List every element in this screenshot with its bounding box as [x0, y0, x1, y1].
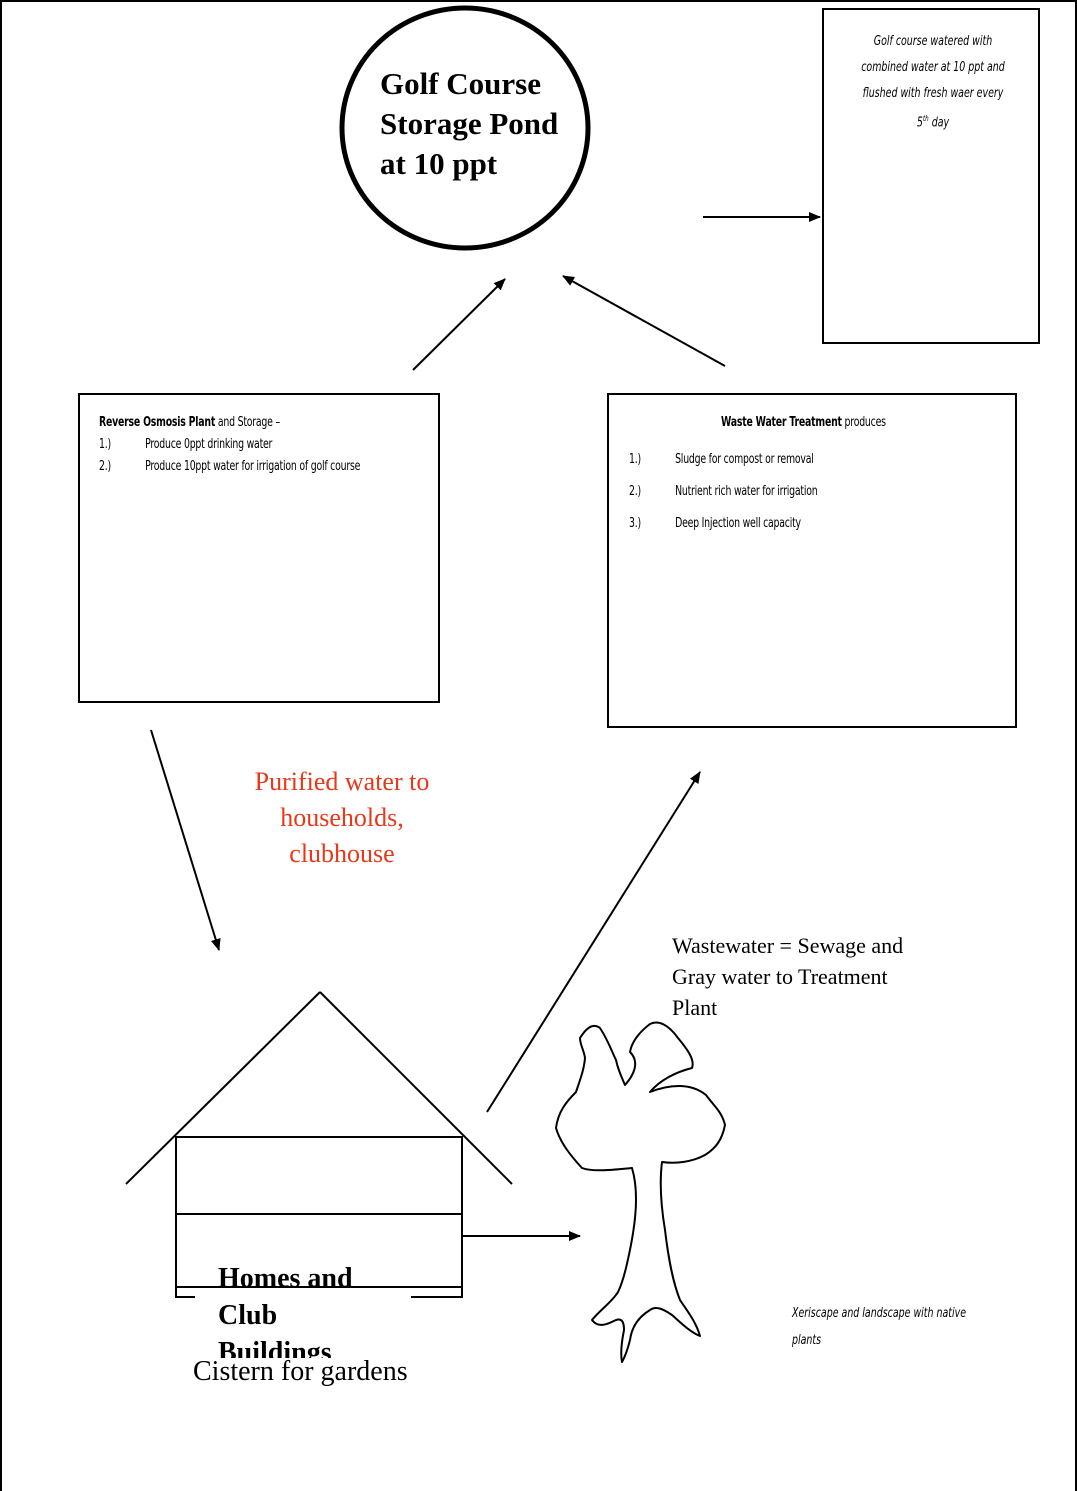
- golf-course-note-text: Golf course watered with combined water …: [843, 28, 1024, 136]
- homes-line-3: Buildings: [218, 1337, 332, 1358]
- ro-list: 1.) Produce 0ppt drinking water 2.) Produc…: [99, 434, 445, 478]
- pond-line-3: at 10 ppt: [380, 146, 498, 181]
- wwt-item-2-text: Nutrient rich water for irrigation: [675, 484, 818, 499]
- golf-note-day-text: day: [928, 114, 950, 131]
- wastewater-line-2: Gray water to Treatment: [672, 964, 888, 989]
- cistern-label: Cistern for gardens: [193, 1356, 408, 1387]
- purified-line-1: Purified water to: [254, 767, 430, 796]
- wwt-item-3-text: Deep Injection well capacity: [675, 516, 801, 531]
- house-drawing: [125, 991, 513, 1310]
- ro-title-rest: and Storage –: [215, 415, 280, 430]
- wastewater-line-1: Wastewater = Sewage and: [672, 933, 904, 958]
- pond-line-2: Storage Pond: [380, 106, 559, 141]
- golf-note-line-4: 5th day: [843, 106, 1024, 136]
- tree-drawing: [555, 1021, 726, 1363]
- purified-line-3: clubhouse: [289, 839, 395, 868]
- xeriscape-line-2: plants: [792, 1332, 822, 1348]
- reverse-osmosis-box: Reverse Osmosis Plant and Storage – 1.) P…: [78, 393, 440, 703]
- arrow-wwt-to-pond: [562, 275, 726, 367]
- waste-water-treatment-box: Waste Water Treatment produces 1.) Sludge…: [607, 393, 1017, 728]
- homes-line-2: Club: [218, 1300, 278, 1331]
- ro-item-2-num: 2.): [99, 459, 111, 474]
- ro-title: Reverse Osmosis Plant and Storage –: [99, 412, 445, 434]
- golf-note-day-suffix: th: [922, 114, 929, 123]
- homes-line-1: Homes and: [218, 1263, 353, 1294]
- list-item: 1.) Sludge for compost or removal: [629, 444, 975, 476]
- arrow-homes-to-wwt: [486, 771, 701, 1113]
- cistern-box: [175, 1213, 463, 1288]
- purified-water-label: Purified water to households, clubhouse: [212, 764, 472, 872]
- golf-note-line-2: combined water at 10 ppt and: [861, 59, 1005, 75]
- wwt-title-bold: Waste Water Treatment: [721, 415, 842, 430]
- list-item: 3.) Deep Injection well capacity: [629, 508, 975, 540]
- homes-label: Homes and: [218, 1260, 418, 1316]
- ro-title-bold: Reverse Osmosis Plant: [99, 415, 216, 430]
- ro-item-1-num: 1.): [99, 437, 111, 452]
- arrow-ro-to-homes: [150, 729, 221, 951]
- pond-line-1: Golf Course: [380, 66, 542, 101]
- xeriscape-line-1: Xeriscape and landscape with native: [792, 1305, 967, 1321]
- homes-label-continued: Club: [218, 1297, 418, 1334]
- golf-note-line-3: flushed with fresh waer every: [862, 85, 1004, 101]
- storage-pond-ellipse: [339, 5, 591, 251]
- storage-pond-label: Golf Course Storage Pond at 10 ppt: [380, 64, 620, 184]
- wastewater-label: Wastewater = Sewage and Gray water to Tr…: [672, 930, 1002, 1023]
- wwt-item-3-num: 3.): [629, 516, 641, 531]
- golf-note-line-1: Golf course watered with: [873, 33, 993, 49]
- homes-label-clipped: Buildings: [218, 1334, 418, 1358]
- wwt-list-wrapper: 1.) Sludge for compost or removal 2.) Nutr…: [629, 444, 975, 540]
- wwt-item-1-num: 1.): [629, 452, 641, 467]
- ro-item-1-text: Produce 0ppt drinking water: [145, 437, 273, 452]
- wwt-item-1-text: Sludge for compost or removal: [675, 452, 814, 467]
- wwt-list: 1.) Sludge for compost or removal 2.) Nutr…: [629, 444, 975, 540]
- list-item: 1.) Produce 0ppt drinking water: [99, 434, 445, 456]
- golf-note-day-number: 5: [916, 114, 923, 131]
- xeriscape-note: Xeriscape and landscape with native plan…: [792, 1300, 1016, 1354]
- list-item: 2.) Nutrient rich water for irrigation: [629, 476, 975, 508]
- list-item: 2.) Produce 10ppt water for irrigation of…: [99, 456, 445, 478]
- golf-course-note-box: Golf course watered with combined water …: [822, 8, 1040, 344]
- purified-line-2: households,: [280, 803, 404, 832]
- wwt-item-2-num: 2.): [629, 484, 641, 499]
- wwt-title: Waste Water Treatment produces: [721, 412, 937, 434]
- arrow-ro-to-pond: [412, 278, 506, 371]
- wwt-title-rest: produces: [841, 415, 886, 430]
- ro-item-2-text: Produce 10ppt water for irrigation of go…: [145, 459, 361, 474]
- reverse-osmosis-text: Reverse Osmosis Plant and Storage – 1.) P…: [99, 412, 445, 478]
- wastewater-line-3: Plant: [672, 995, 718, 1020]
